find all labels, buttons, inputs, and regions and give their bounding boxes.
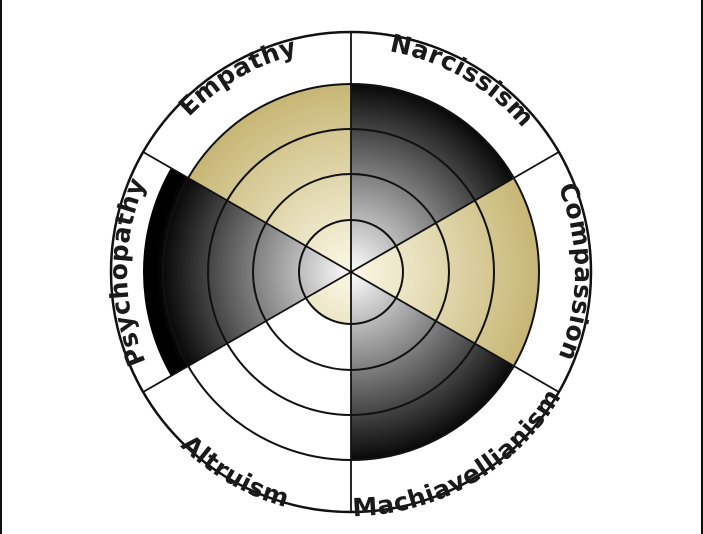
segment-fill-psychopathy: [143, 168, 351, 376]
segment-fill-compassion: [351, 178, 539, 366]
spoke-1: [350, 151, 560, 273]
spoke-5: [142, 151, 352, 273]
right-border: [701, 0, 703, 534]
label-compassion: Compassion: [553, 179, 598, 365]
label-altruism: Altruism: [176, 429, 293, 513]
left-border: [0, 0, 2, 534]
spoke-4: [142, 271, 352, 393]
segment-fill-empathy: [188, 83, 351, 272]
spoke-2: [350, 271, 560, 393]
segment-fill-machiavellianism: [351, 272, 514, 460]
segment-fills: [143, 83, 539, 460]
wheel-lines: [109, 30, 593, 514]
segment-fill-narcissism: [351, 84, 514, 272]
